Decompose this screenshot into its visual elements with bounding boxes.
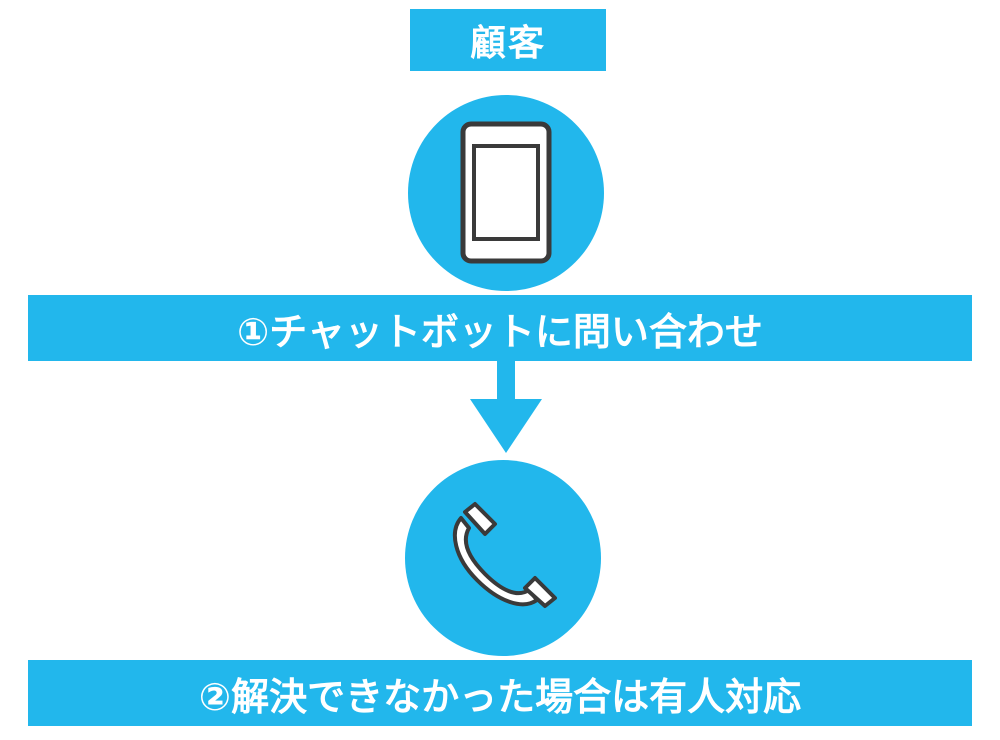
telephone-icon — [452, 502, 557, 608]
smartphone-icon — [460, 121, 552, 264]
customer-title: 顧客 — [410, 9, 606, 71]
smartphone-circle — [408, 95, 604, 291]
telephone-circle — [405, 460, 601, 656]
step-1-banner: ①チャットボットに問い合わせ — [28, 295, 972, 361]
step-2-banner: ②解決できなかった場合は有人対応 — [28, 660, 972, 726]
down-arrow-icon — [470, 361, 542, 453]
